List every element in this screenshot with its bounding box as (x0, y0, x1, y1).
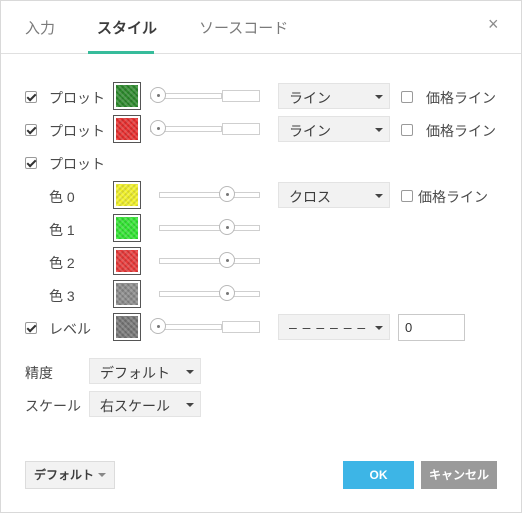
slider-knob[interactable] (150, 120, 166, 136)
plot-1-checkbox[interactable] (25, 91, 37, 103)
level-opacity-slider[interactable] (150, 318, 260, 335)
slider-track (159, 225, 260, 231)
plot-2-price-line-label: 価格ライン (426, 123, 496, 139)
slider-track (159, 192, 260, 198)
slider-track-end (222, 321, 260, 333)
precision-row: 精度 デフォルト (1, 357, 521, 387)
slider-track-end (222, 90, 260, 102)
color-0-type-select[interactable]: クロス (278, 182, 390, 208)
level-row: レベル – – – – – – 0 (1, 313, 521, 343)
level-line-style-value: – – – – – – (289, 319, 367, 335)
precision-select[interactable]: デフォルト (89, 358, 201, 384)
chevron-down-icon (98, 473, 106, 477)
plot-row-1: プロット ライン 価格ライン (1, 82, 521, 112)
plot-1-price-line-label: 価格ライン (426, 90, 496, 106)
cancel-button[interactable]: キャンセル (421, 461, 497, 489)
color-1-label: 色 1 (49, 222, 75, 238)
slider-knob[interactable] (219, 186, 235, 202)
plot-3-label: プロット (49, 156, 105, 172)
color-2-label: 色 2 (49, 255, 75, 271)
plot-row-2: プロット ライン 価格ライン (1, 115, 521, 145)
plot-2-color-fill (116, 118, 138, 140)
tab-inputs[interactable]: 入力 (25, 20, 56, 37)
color-row-1: 色 1 (1, 214, 521, 244)
chevron-down-icon (375, 95, 383, 99)
color-1-swatch[interactable] (113, 214, 141, 242)
color-0-opacity-slider[interactable] (159, 186, 260, 203)
color-2-opacity-slider[interactable] (159, 252, 260, 269)
plot-1-type-select[interactable]: ライン (278, 83, 390, 109)
color-3-label: 色 3 (49, 288, 75, 304)
precision-label: 精度 (25, 365, 53, 381)
color-0-type-value: クロス (289, 189, 331, 205)
slider-track-end (222, 123, 260, 135)
color-1-fill (116, 217, 138, 239)
ok-button[interactable]: OK (343, 461, 414, 489)
slider-knob[interactable] (219, 252, 235, 268)
color-row-0: 色 0 クロス 価格ライン (1, 181, 521, 211)
color-row-3: 色 3 (1, 280, 521, 310)
plot-3-checkbox[interactable] (25, 157, 37, 169)
color-0-price-line-checkbox[interactable] (401, 190, 413, 202)
scale-label: スケール (25, 398, 81, 414)
tab-source-code[interactable]: ソースコード (199, 20, 289, 37)
color-2-fill (116, 250, 138, 272)
color-0-price-line-label: 価格ライン (418, 189, 488, 205)
plot-2-opacity-slider[interactable] (150, 120, 260, 137)
level-value-input[interactable]: 0 (398, 314, 465, 341)
plot-2-type-value: ライン (289, 123, 331, 139)
plot-1-price-line-checkbox[interactable] (401, 91, 413, 103)
color-3-swatch[interactable] (113, 280, 141, 308)
tab-bar: 入力 スタイル ソースコード × (1, 1, 521, 54)
defaults-label: デフォルト (34, 468, 95, 482)
slider-track (159, 291, 260, 297)
active-tab-indicator (88, 51, 154, 54)
scale-value: 右スケール (100, 398, 170, 414)
color-1-opacity-slider[interactable] (159, 219, 260, 236)
plot-2-color-swatch[interactable] (113, 115, 141, 143)
color-row-2: 色 2 (1, 247, 521, 277)
color-0-fill (116, 184, 138, 206)
level-label: レベル (49, 321, 91, 337)
plot-2-type-select[interactable]: ライン (278, 116, 390, 142)
plot-row-3: プロット (1, 148, 521, 178)
color-3-opacity-slider[interactable] (159, 285, 260, 302)
defaults-menu-button[interactable]: デフォルト (25, 461, 115, 489)
plot-1-type-value: ライン (289, 90, 331, 106)
plot-1-color-fill (116, 85, 138, 107)
precision-value: デフォルト (100, 365, 170, 381)
chevron-down-icon (375, 194, 383, 198)
level-line-style-select[interactable]: – – – – – – (278, 314, 390, 340)
slider-knob[interactable] (219, 219, 235, 235)
scale-select[interactable]: 右スケール (89, 391, 201, 417)
chevron-down-icon (186, 403, 194, 407)
color-0-label: 色 0 (49, 189, 75, 205)
plot-2-price-line-checkbox[interactable] (401, 124, 413, 136)
plot-2-label: プロット (49, 123, 105, 139)
slider-knob[interactable] (150, 87, 166, 103)
plot-1-color-swatch[interactable] (113, 82, 141, 110)
close-icon[interactable]: × (488, 14, 499, 34)
color-0-swatch[interactable] (113, 181, 141, 209)
slider-track (159, 258, 260, 264)
slider-knob[interactable] (219, 285, 235, 301)
tab-style[interactable]: スタイル (97, 20, 158, 37)
plot-2-checkbox[interactable] (25, 124, 37, 136)
slider-knob[interactable] (150, 318, 166, 334)
color-3-fill (116, 283, 138, 305)
plot-1-opacity-slider[interactable] (150, 87, 260, 104)
color-2-swatch[interactable] (113, 247, 141, 275)
level-checkbox[interactable] (25, 322, 37, 334)
level-color-fill (116, 316, 138, 338)
chevron-down-icon (375, 128, 383, 132)
chevron-down-icon (186, 370, 194, 374)
level-color-swatch[interactable] (113, 313, 141, 341)
plot-1-label: プロット (49, 90, 105, 106)
scale-row: スケール 右スケール (1, 390, 521, 420)
chevron-down-icon (375, 326, 383, 330)
